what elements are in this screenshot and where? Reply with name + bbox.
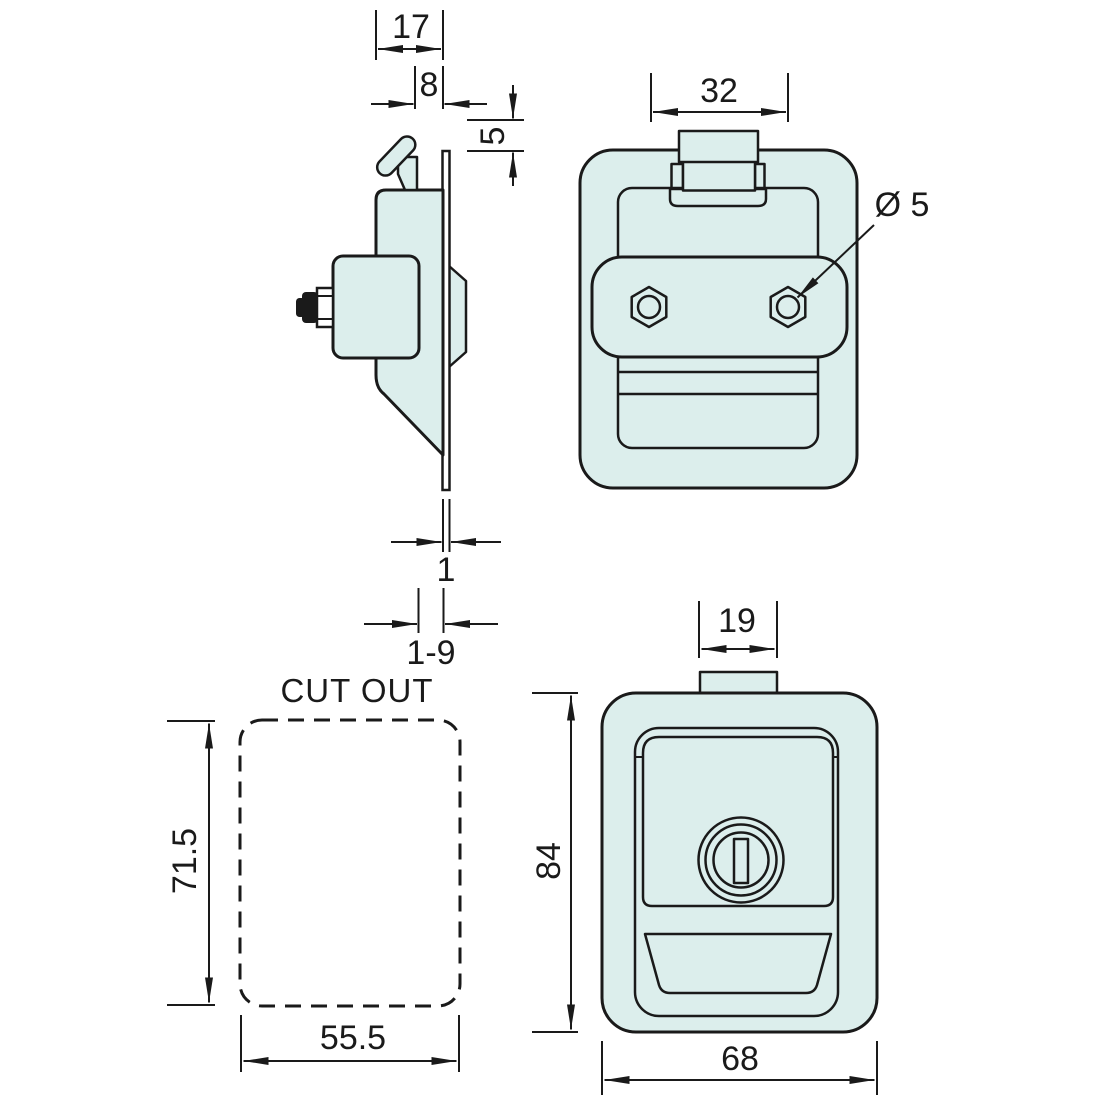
dim-hook-height-5: 5 — [467, 85, 524, 186]
hinge-base-plate — [668, 187, 768, 208]
side-view: 17 8 5 1 1-9 — [296, 8, 524, 672]
latch-hook — [375, 135, 417, 177]
paddle-bottom-edge — [641, 896, 835, 908]
paddle-grip — [643, 932, 833, 995]
dim-cutout-width-value: 55.5 — [320, 1019, 386, 1057]
dim-panel-range-value: 1-9 — [406, 634, 455, 672]
dim-height-84: 84 — [530, 692, 578, 1033]
front-tab — [698, 670, 779, 696]
dim-flange-thickness-1: 1 — [391, 499, 501, 589]
cutout-view: CUT OUT 71.5 55.5 — [166, 672, 462, 1072]
dim-depth-value: 17 — [392, 8, 430, 46]
dim-depth-17: 17 — [375, 8, 444, 60]
hook-stub — [396, 155, 419, 192]
hex-nut-left — [630, 285, 668, 329]
dim-tab-width-value: 19 — [718, 602, 756, 640]
paddle-recess — [633, 726, 840, 1018]
dim-hole-diameter: Ø 5 — [796, 186, 930, 299]
dim-bracket-width-value: 32 — [700, 72, 738, 110]
hinge-side-left — [670, 162, 685, 190]
bolt-head — [302, 292, 318, 323]
dim-hook-height-value: 5 — [474, 127, 512, 146]
back-view: 32 Ø 5 — [578, 72, 930, 490]
hinge-knuckle — [681, 160, 757, 192]
bolt-stem — [296, 298, 305, 317]
mounting-nut — [315, 286, 335, 329]
dim-cutout-height-value: 71.5 — [166, 828, 204, 894]
dim-height-value: 84 — [530, 842, 568, 880]
dim-panel-range-1-9: 1-9 — [364, 588, 498, 672]
cutout-outline — [238, 718, 462, 1008]
dim-hook-offset-value: 8 — [420, 66, 439, 104]
dim-cutout-height-71.5: 71.5 — [166, 720, 215, 1006]
rivet-bar — [590, 255, 849, 359]
hex-nut-left-hole — [636, 294, 662, 320]
cylinder-housing — [331, 254, 421, 360]
dim-bracket-width-32: 32 — [650, 72, 789, 122]
dim-hook-offset-8: 8 — [371, 66, 487, 109]
front-view: 19 84 68 — [530, 601, 879, 1095]
paddle-top-edge — [641, 735, 835, 764]
dim-width-value: 68 — [721, 1040, 759, 1078]
dim-cutout-width-55.5: 55.5 — [240, 1015, 460, 1072]
lock-cylinder — [712, 831, 770, 889]
dim-tab-width-19: 19 — [698, 601, 778, 658]
hex-nut-right-hole — [775, 294, 801, 320]
cutout-label: CUT OUT — [280, 672, 433, 709]
hinge-side-right — [753, 162, 766, 190]
back-tab — [677, 129, 760, 164]
dim-hole-diameter-value: Ø 5 — [875, 186, 930, 224]
dim-flange-thickness-value: 1 — [437, 551, 456, 589]
lock-bezel-middle — [704, 823, 778, 897]
key-slot — [732, 837, 750, 885]
dim-width-68: 68 — [601, 1040, 878, 1095]
keeper-pawl — [447, 264, 468, 369]
